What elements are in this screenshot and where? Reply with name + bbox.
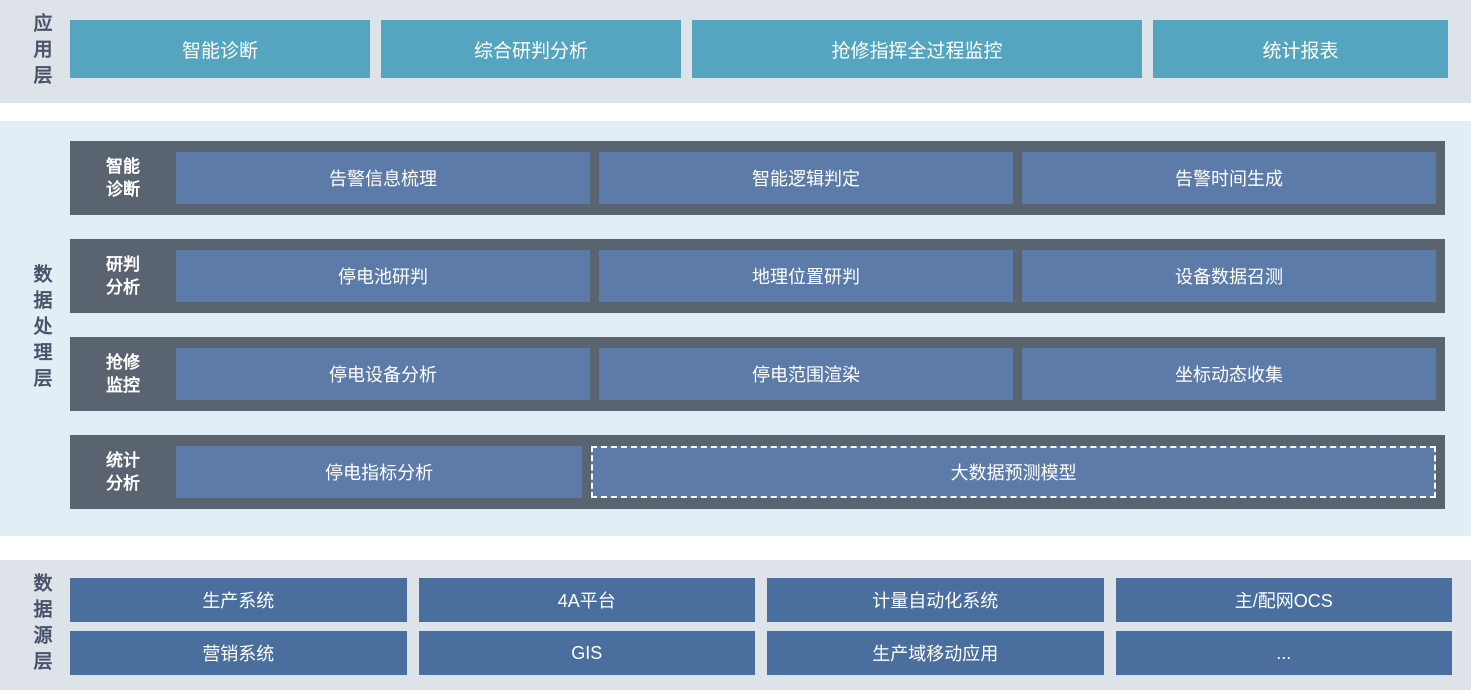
data-source-layer-band: 数据源层 生产系统 4A平台 计量自动化系统 主/配网OCS 营销系统 GIS … <box>0 560 1471 690</box>
row-label-line: 监控 <box>106 376 140 395</box>
processing-item-outage-range-rendering: 停电范围渲染 <box>599 348 1013 400</box>
processing-row-items: 停电池研判 地理位置研判 设备数据召测 <box>176 239 1445 313</box>
app-item-statistical-reports: 统计报表 <box>1153 20 1448 78</box>
row-label-line: 研判 <box>106 255 140 274</box>
source-item-production-system: 生产系统 <box>70 578 407 622</box>
source-rows: 生产系统 4A平台 计量自动化系统 主/配网OCS 营销系统 GIS 生产域移动… <box>70 578 1452 684</box>
source-item-gis: GIS <box>418 631 755 675</box>
processing-item-device-data-retrieval: 设备数据召测 <box>1022 250 1436 302</box>
source-row: 营销系统 GIS 生产域移动应用 ... <box>70 631 1452 675</box>
processing-item-outage-indicator-analysis: 停电指标分析 <box>176 446 583 498</box>
data-processing-layer-band: 数据处理层 智能 诊断 告警信息梳理 智能逻辑判定 告警时间生成 研判 分析 <box>0 121 1471 536</box>
row-label-line: 统计 <box>106 451 140 470</box>
processing-row-intelligent-diagnosis: 智能 诊断 告警信息梳理 智能逻辑判定 告警时间生成 <box>70 141 1445 215</box>
source-item-production-mobile-app: 生产域移动应用 <box>767 631 1104 675</box>
application-layer-label: 应用层 <box>30 12 52 91</box>
processing-row-items: 停电指标分析 大数据预测模型 <box>176 435 1445 509</box>
processing-row-research-analysis: 研判 分析 停电池研判 地理位置研判 设备数据召测 <box>70 239 1445 313</box>
row-label-line: 抢修 <box>106 353 140 372</box>
source-row: 生产系统 4A平台 计量自动化系统 主/配网OCS <box>70 578 1452 622</box>
source-item-marketing-system: 营销系统 <box>70 631 407 675</box>
processing-row-statistical-analysis: 统计 分析 停电指标分析 大数据预测模型 <box>70 435 1445 509</box>
source-item-metering-automation-system: 计量自动化系统 <box>767 578 1104 622</box>
processing-item-alarm-time-generation: 告警时间生成 <box>1022 152 1436 204</box>
processing-row-items: 告警信息梳理 智能逻辑判定 告警时间生成 <box>176 141 1445 215</box>
data-processing-layer-label: 数据处理层 <box>30 263 52 394</box>
row-label-line: 诊断 <box>106 180 140 199</box>
processing-row-items: 停电设备分析 停电范围渲染 坐标动态收集 <box>176 337 1445 411</box>
processing-item-intelligent-logic-judgment: 智能逻辑判定 <box>599 152 1013 204</box>
row-label-line: 分析 <box>106 278 140 297</box>
processing-row-label: 统计 分析 <box>70 435 176 509</box>
data-source-layer-label: 数据源层 <box>30 573 52 677</box>
app-item-repair-command-monitoring: 抢修指挥全过程监控 <box>692 20 1142 78</box>
processing-item-alarm-info-sorting: 告警信息梳理 <box>176 152 590 204</box>
processing-item-outage-battery-analysis: 停电池研判 <box>176 250 590 302</box>
processing-row-label: 抢修 监控 <box>70 337 176 411</box>
processing-item-big-data-prediction-model: 大数据预测模型 <box>591 446 1436 498</box>
app-item-intelligent-diagnosis: 智能诊断 <box>70 20 370 78</box>
application-layer-band: 应用层 智能诊断 综合研判分析 抢修指挥全过程监控 统计报表 <box>0 0 1471 103</box>
processing-item-geolocation-analysis: 地理位置研判 <box>599 250 1013 302</box>
processing-item-outage-device-analysis: 停电设备分析 <box>176 348 590 400</box>
row-label-line: 分析 <box>106 474 140 493</box>
app-item-comprehensive-analysis: 综合研判分析 <box>381 20 681 78</box>
source-item-4a-platform: 4A平台 <box>418 578 755 622</box>
processing-item-coordinate-dynamic-collection: 坐标动态收集 <box>1022 348 1436 400</box>
source-item-ellipsis: ... <box>1115 631 1452 675</box>
processing-rows: 智能 诊断 告警信息梳理 智能逻辑判定 告警时间生成 研判 分析 停电池研判 地… <box>70 141 1445 533</box>
processing-row-label: 研判 分析 <box>70 239 176 313</box>
processing-row-label: 智能 诊断 <box>70 141 176 215</box>
application-layer-items: 智能诊断 综合研判分析 抢修指挥全过程监控 统计报表 <box>70 20 1448 78</box>
processing-row-repair-monitoring: 抢修 监控 停电设备分析 停电范围渲染 坐标动态收集 <box>70 337 1445 411</box>
row-label-line: 智能 <box>106 157 140 176</box>
source-item-main-distribution-ocs: 主/配网OCS <box>1115 578 1452 622</box>
